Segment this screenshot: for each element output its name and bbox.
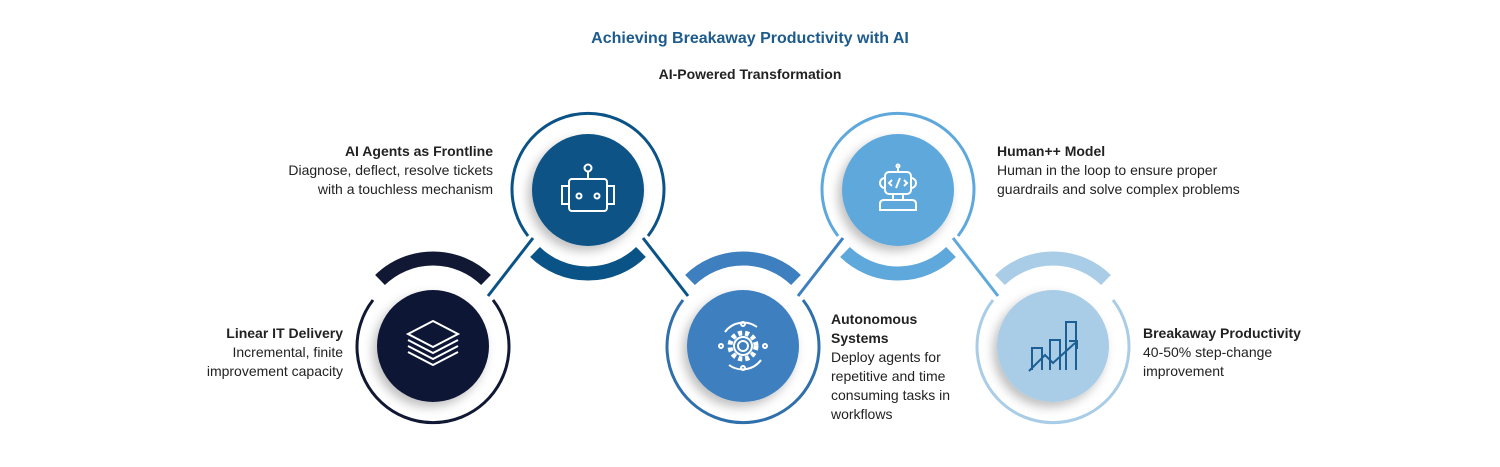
step-text-autonomous-systems: Autonomous Systems Deploy agents for rep… [831,310,961,424]
step-description: Incremental, finite improvement capacity [206,344,343,379]
page-title: Achieving Breakaway Productivity with AI [591,30,909,47]
growth-chart-icon [1028,321,1078,372]
step-heading: Breakaway Productivity [1143,325,1301,341]
step-text-linear-it-delivery: Linear IT Delivery Incremental, finite i… [183,324,343,381]
step-heading: AI Agents as Frontline [344,143,493,159]
step-heading: Autonomous Systems [831,311,918,346]
step-description: Human in the loop to ensure proper guard… [997,162,1240,197]
connector-3-4 [796,237,845,297]
step-text-ai-agents: AI Agents as Frontline Diagnose, deflect… [263,142,493,199]
node-breakaway-productivity [975,251,1131,425]
page-subtitle: AI-Powered Transformation [658,66,842,82]
layers-icon [405,319,461,367]
node-ai-agents [510,111,666,281]
step-heading: Linear IT Delivery [226,325,343,341]
gear-cycle-icon [718,321,768,371]
step-description: 40-50% step-change improvement [1143,344,1273,379]
step-description: Diagnose, deflect, resolve tickets with … [288,162,493,197]
connector-1-2 [486,237,535,297]
connector-2-3 [641,237,690,297]
step-text-human-plus-plus: Human++ Model Human in the loop to ensur… [997,142,1267,199]
node-linear-it-delivery [355,251,511,425]
connector-4-5 [951,237,1000,297]
code-robot-icon [879,163,917,211]
node-autonomous-systems [665,251,821,425]
step-description: Deploy agents for repetitive and time co… [831,349,951,422]
step-text-breakaway-productivity: Breakaway Productivity 40-50% step-chang… [1143,324,1301,381]
robot-icon [561,163,615,212]
step-heading: Human++ Model [997,143,1106,159]
node-human-plus-plus [820,111,976,281]
